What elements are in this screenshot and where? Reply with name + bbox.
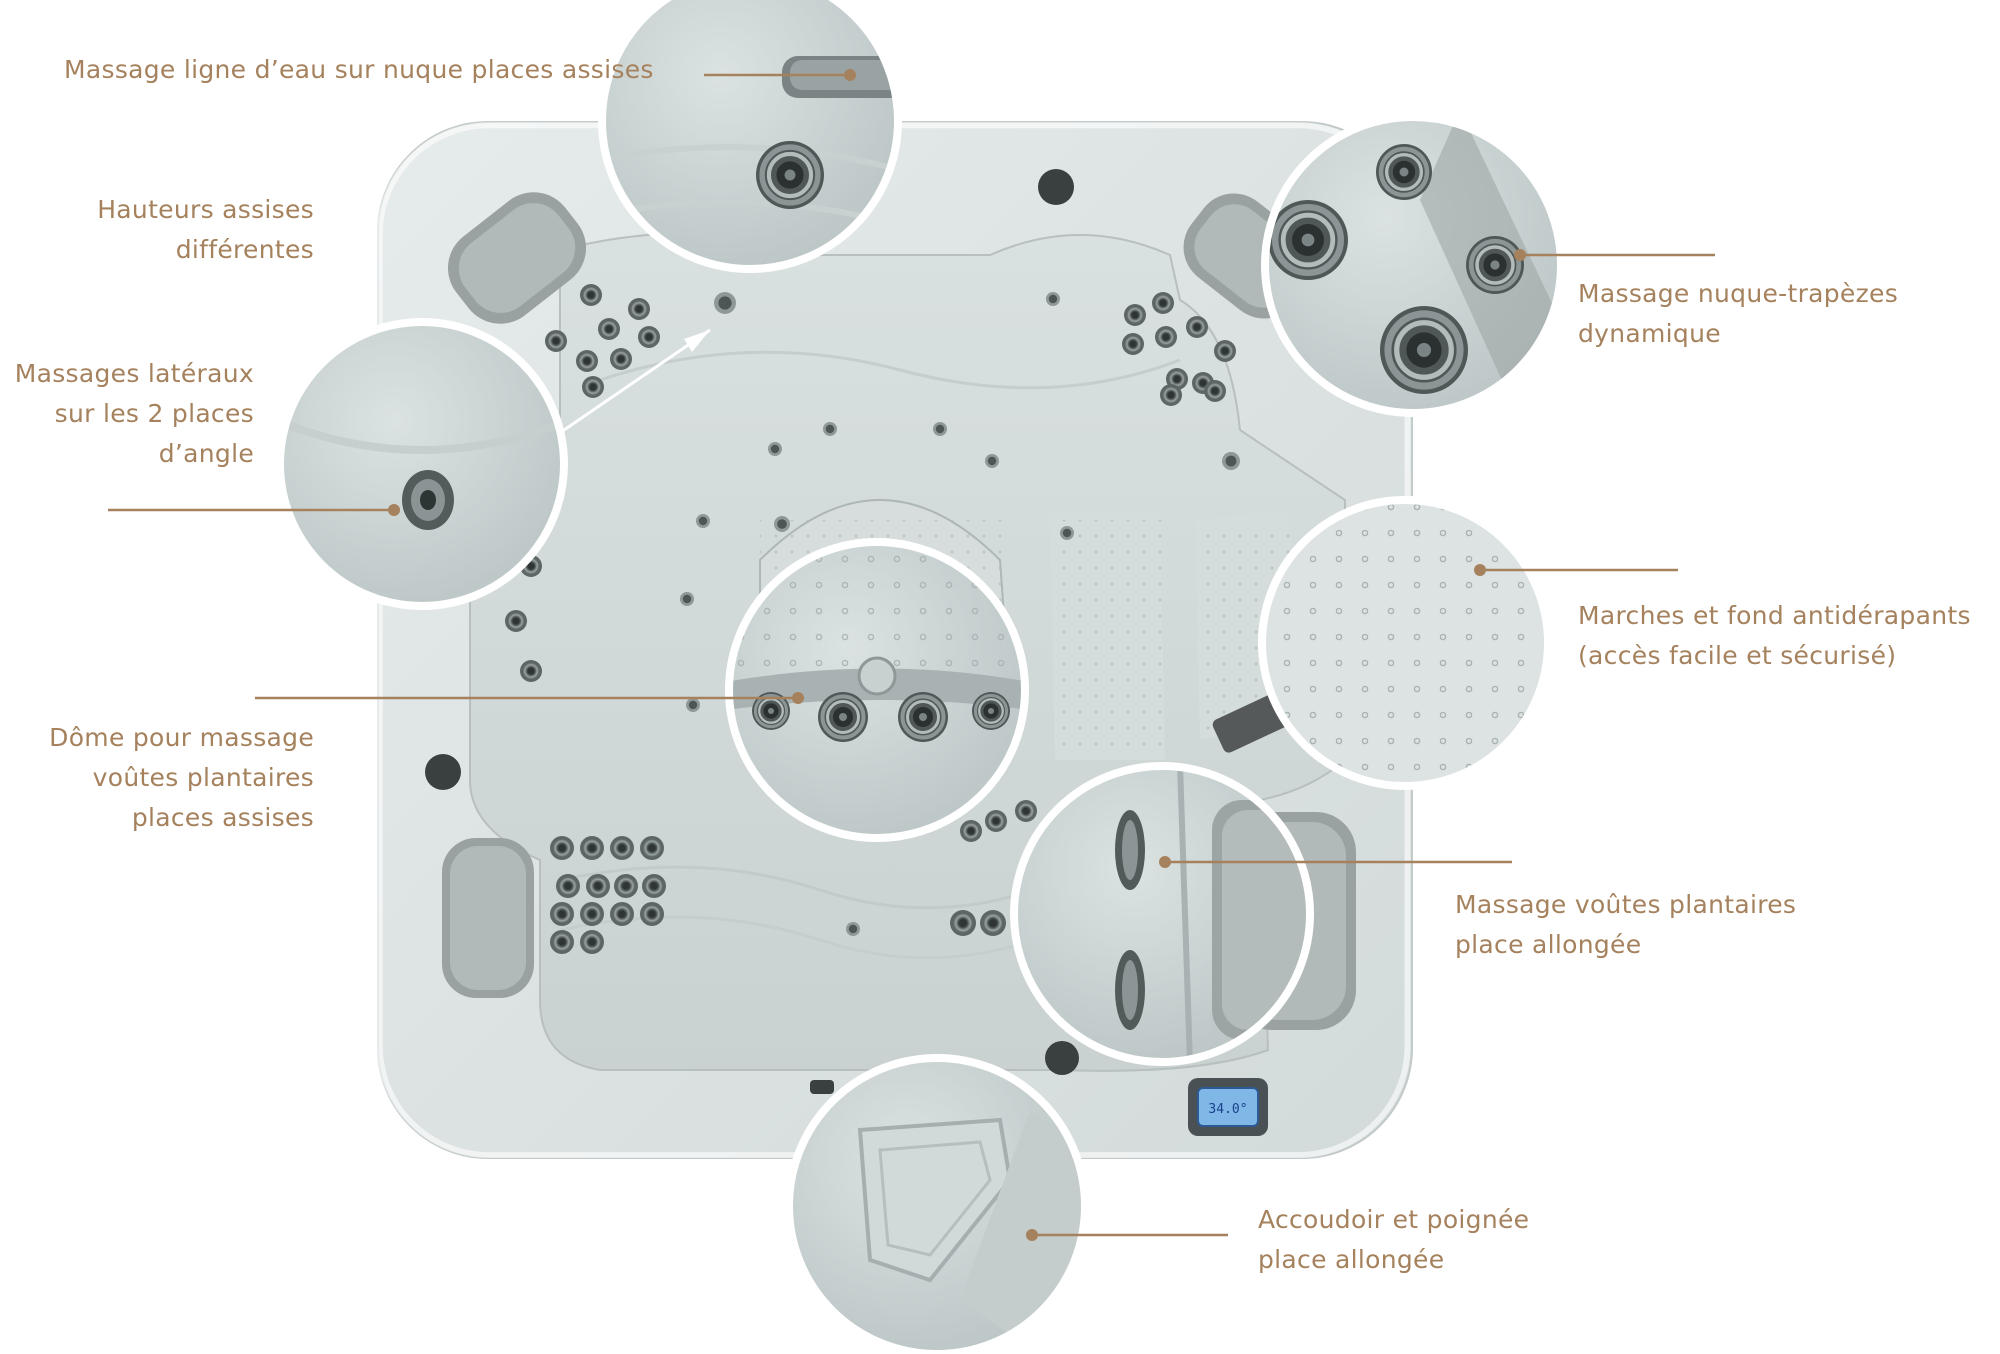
zoom-circle-waterline-neck: [598, 0, 902, 273]
callout-armrest: Accoudoir et poignée place allongée: [1258, 1200, 1529, 1280]
control-panel-display: 34.0°: [1208, 1102, 1247, 1117]
callout-line: place allongée: [1258, 1245, 1445, 1274]
callout-line: Massage voûtes plantaires: [1455, 890, 1797, 919]
callout-line: (accès facile et sécurisé): [1578, 641, 1897, 670]
zoom-circle-lateral: [276, 318, 568, 610]
zoom-circle-non-slip: [1258, 496, 1552, 790]
callout-line: sur les 2 places: [54, 399, 254, 428]
callout-line: Massage ligne d’eau sur nuque places ass…: [64, 55, 654, 84]
control-panel: 34.0°: [1188, 1078, 1268, 1136]
callout-waterline-neck: Massage ligne d’eau sur nuque places ass…: [64, 50, 654, 90]
callout-line: Massage nuque-trapèzes: [1578, 279, 1899, 308]
callout-line: dynamique: [1578, 319, 1721, 348]
callout-line: Accoudoir et poignée: [1258, 1205, 1530, 1234]
callout-line: voûtes plantaires: [92, 763, 314, 792]
callout-lateral: Massages latéraux sur les 2 places d’ang…: [15, 354, 254, 474]
zoom-circle-neck-trapeze: [1261, 113, 1565, 417]
zoom-circle-armrest: [785, 1054, 1089, 1354]
callout-line: Hauteurs assises: [97, 195, 314, 224]
callout-line: différentes: [175, 235, 314, 264]
callout-line: Massages latéraux: [14, 359, 254, 388]
callout-neck-trapeze: Massage nuque-trapèzes dynamique: [1578, 274, 1898, 354]
callout-seat-heights: Hauteurs assises différentes: [97, 190, 314, 270]
callout-dome: Dôme pour massage voûtes plantaires plac…: [49, 718, 314, 838]
callout-non-slip: Marches et fond antidérapants (accès fac…: [1578, 596, 1971, 676]
callout-line: Dôme pour massage: [49, 723, 314, 752]
callout-line: Marches et fond antidérapants: [1578, 601, 1971, 630]
callout-line: places assises: [131, 803, 314, 832]
callout-lounger-foot: Massage voûtes plantaires place allongée: [1455, 885, 1796, 965]
leader-lines: [108, 69, 1715, 1241]
callout-line: place allongée: [1455, 930, 1642, 959]
callout-line: d’angle: [158, 439, 254, 468]
zoom-circle-lounger-foot: [1010, 762, 1314, 1066]
